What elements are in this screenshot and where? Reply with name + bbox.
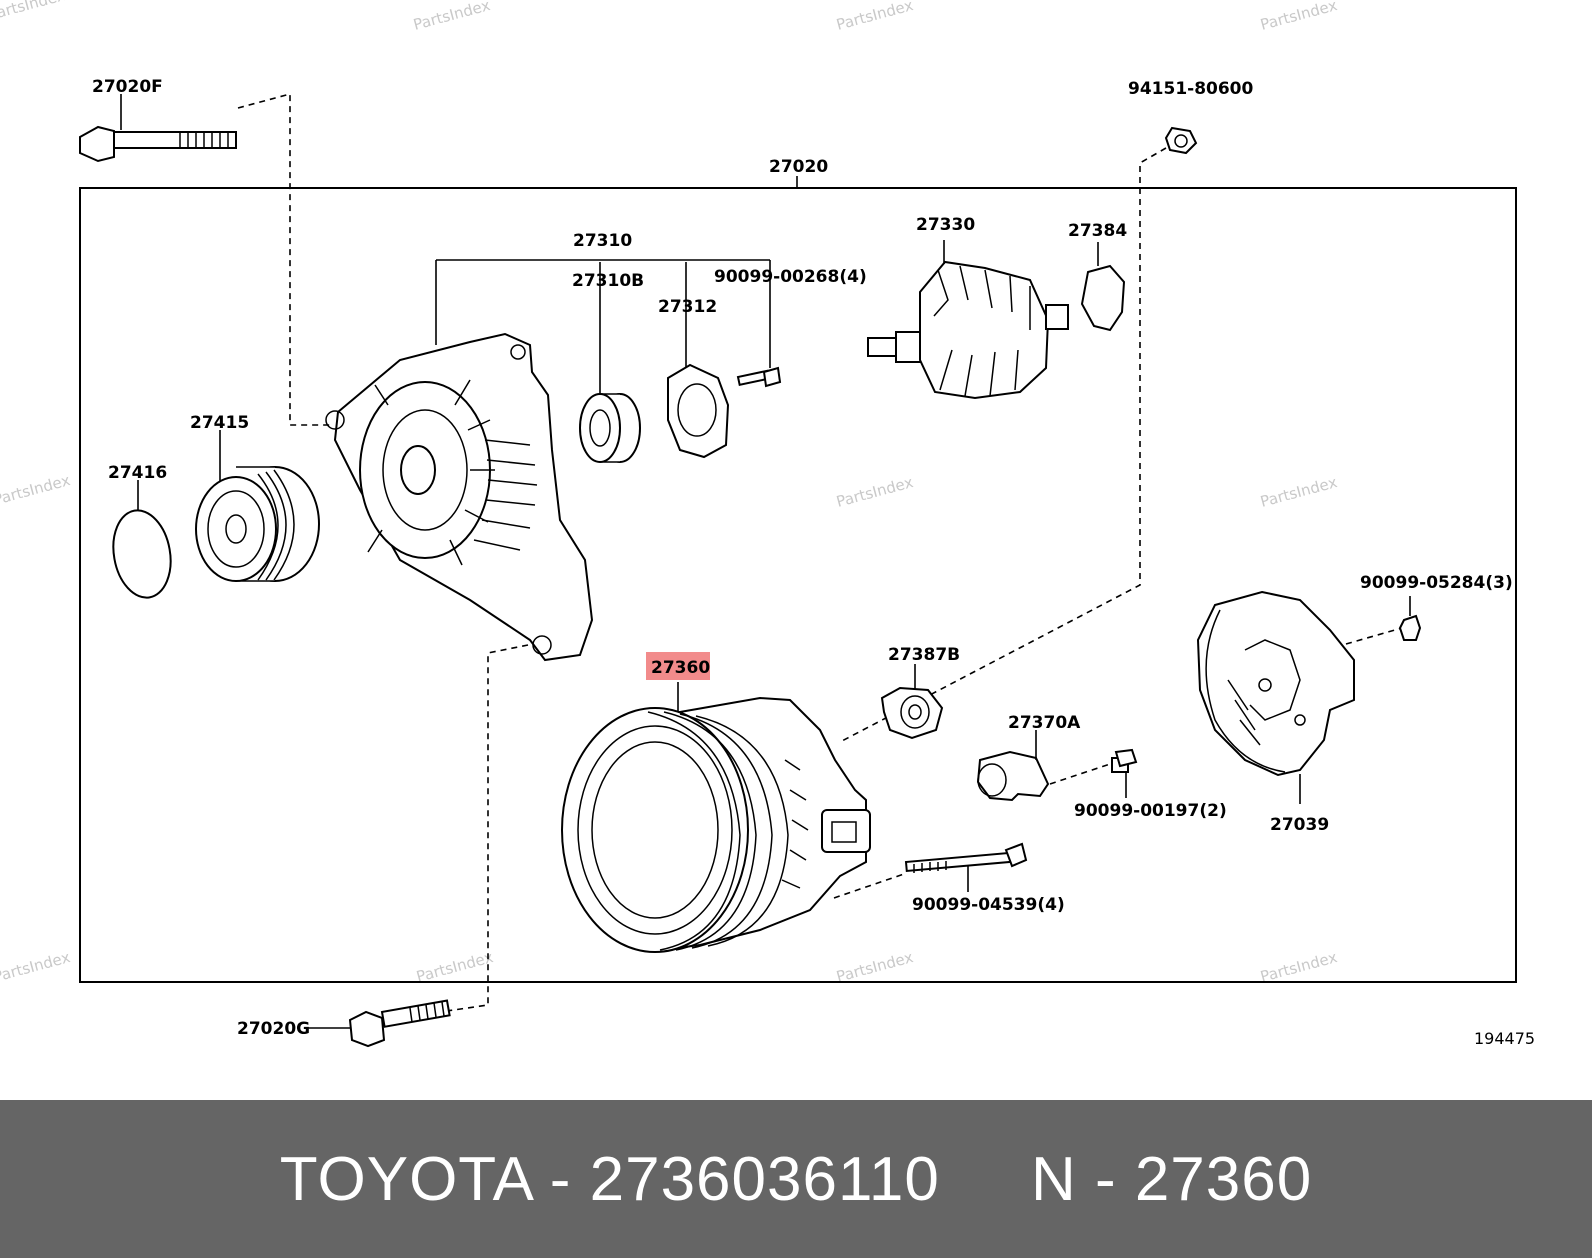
watermark: PartsIndex: [411, 0, 492, 34]
through-bolt-90099-04539[interactable]: [904, 842, 1028, 873]
drive-end-frame-27310[interactable]: [325, 332, 594, 662]
watermark: PartsIndex: [1258, 0, 1339, 34]
part-footer-bar: TOYOTA - 2736036110 N - 27360: [0, 1100, 1592, 1258]
label-90099-04539[interactable]: 90099-04539(4): [912, 895, 1065, 915]
part-number-caption: TOYOTA - 2736036110 N - 27360: [279, 1144, 1313, 1214]
label-27416[interactable]: 27416: [108, 463, 167, 483]
watermark: PartsIndex: [414, 948, 495, 986]
pulley-27415[interactable]: [195, 466, 320, 582]
label-27330[interactable]: 27330: [916, 215, 975, 235]
watermark: PartsIndex: [1258, 948, 1339, 986]
watermark: PartsIndex: [834, 473, 915, 511]
label-27020[interactable]: 27020: [769, 157, 828, 177]
diagram-number: 194475: [1474, 1029, 1535, 1048]
label-27310[interactable]: 27310: [573, 231, 632, 251]
label-27360-highlight: [646, 652, 710, 680]
label-27020f[interactable]: 27020F: [92, 77, 163, 97]
regulator-27387b[interactable]: [880, 686, 944, 740]
watermark: PartsIndex: [0, 948, 72, 986]
label-27310b[interactable]: 27310B: [572, 271, 644, 291]
label-27384[interactable]: 27384: [1068, 221, 1127, 241]
end-cover-27039[interactable]: [1196, 590, 1355, 777]
label-90099-05284[interactable]: 90099-05284(3): [1360, 573, 1513, 593]
label-90099-00197[interactable]: 90099-00197(2): [1074, 801, 1227, 821]
label-90099-00268[interactable]: 90099-00268(4): [714, 267, 867, 287]
label-27020g[interactable]: 27020G: [237, 1019, 310, 1039]
watermark: PartsIndex: [834, 948, 915, 986]
label-27387b[interactable]: 27387B: [888, 645, 960, 665]
seal-27384[interactable]: [1080, 264, 1126, 332]
label-27415[interactable]: 27415: [190, 413, 249, 433]
nut-90099-05284[interactable]: [1398, 614, 1422, 641]
brush-holder-27370a[interactable]: [976, 750, 1050, 802]
stator-27360[interactable]: [561, 696, 871, 953]
screw-90099-00268[interactable]: [736, 366, 782, 388]
pulley-cap-27416[interactable]: [107, 506, 177, 602]
watermark: PartsIndex: [0, 471, 72, 509]
rotor-27330[interactable]: [867, 260, 1069, 400]
parts-diagram: PartsIndex PartsIndex PartsIndex PartsIn…: [0, 0, 1535, 1048]
retainer-27312[interactable]: [667, 363, 730, 459]
label-27039[interactable]: 27039: [1270, 815, 1329, 835]
bearing-27310b[interactable]: [579, 393, 641, 463]
bolt-27020f[interactable]: [79, 125, 237, 163]
label-27370a[interactable]: 27370A: [1008, 713, 1081, 733]
screw-90099-00197[interactable]: [1111, 748, 1138, 773]
bolt-27020g[interactable]: [348, 999, 451, 1048]
label-94151-80600[interactable]: 94151-80600: [1128, 79, 1254, 99]
watermark: PartsIndex: [1258, 473, 1339, 511]
assembly-frame: [79, 187, 1517, 983]
nut-94151-80600[interactable]: [1164, 126, 1198, 155]
label-27312[interactable]: 27312: [658, 297, 717, 317]
watermark: PartsIndex: [834, 0, 915, 34]
watermark: PartsIndex: [0, 0, 67, 24]
label-27360[interactable]: 27360: [651, 658, 710, 678]
